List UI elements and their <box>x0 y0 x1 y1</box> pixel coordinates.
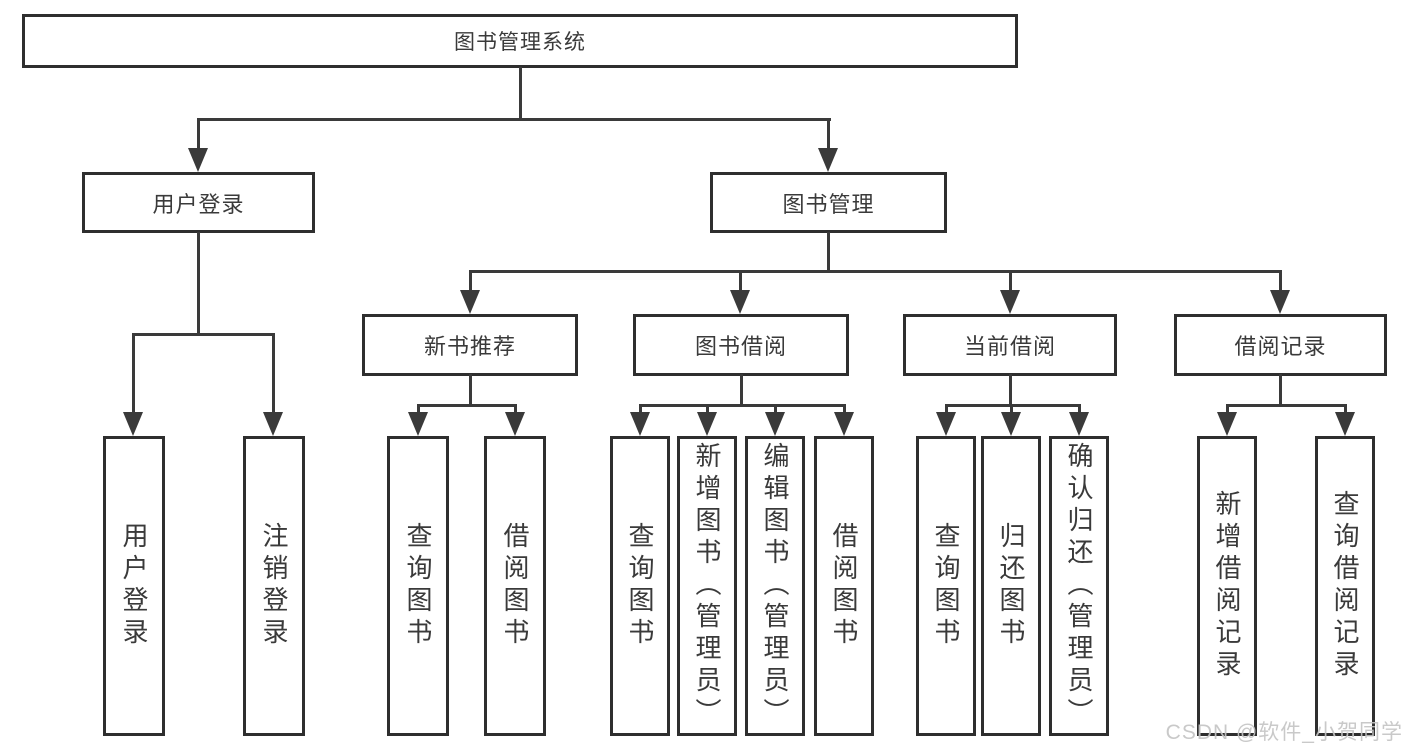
leaf-add-borrow-record: 新增借阅记录 <box>1197 436 1257 736</box>
connector-vline <box>827 118 830 150</box>
watermark: CSDN @软件_小贺同学 <box>1165 721 1403 744</box>
leaf-query-books-recommend: 查询图书 <box>387 436 449 736</box>
connector-vline <box>197 232 200 336</box>
node-borrow-records-label: 借阅记录 <box>1234 334 1327 359</box>
connector-vline <box>1279 374 1282 406</box>
leaf-user-login-label: 用户登录 <box>119 522 149 650</box>
connector-hline <box>417 404 517 407</box>
leaf-return-books-label: 归还图书 <box>996 522 1026 650</box>
connector-vline <box>1009 270 1012 292</box>
node-book-management-label: 图书管理 <box>782 191 875 217</box>
connector-vline <box>774 404 777 414</box>
leaf-query-borrow-record-label: 查询借阅记录 <box>1330 490 1360 682</box>
node-book-management: 图书管理 <box>710 172 947 233</box>
connector-hline <box>197 118 831 121</box>
leaf-query-books-borrow-label: 查询图书 <box>625 522 655 650</box>
leaf-add-books-admin: 新增图书（管理员） <box>677 436 737 736</box>
connector-hline <box>132 333 275 336</box>
leaf-query-books-recommend-label: 查询图书 <box>403 522 433 650</box>
connector-arrowhead-icon <box>263 412 283 436</box>
leaf-logout-label: 注销登录 <box>259 522 289 650</box>
connector-vline <box>519 67 522 119</box>
connector-arrowhead-icon <box>1069 412 1089 436</box>
connector-vline <box>514 404 517 414</box>
connector-arrowhead-icon <box>818 148 838 172</box>
connector-arrowhead-icon <box>730 290 750 314</box>
leaf-query-borrow-record: 查询借阅记录 <box>1315 436 1375 736</box>
connector-vline <box>1009 374 1012 406</box>
connector-arrowhead-icon <box>460 290 480 314</box>
leaf-borrow-books-borrow: 借阅图书 <box>814 436 874 736</box>
leaf-user-login: 用户登录 <box>103 436 165 736</box>
connector-hline <box>1226 404 1347 407</box>
connector-arrowhead-icon <box>1000 290 1020 314</box>
connector-vline <box>739 270 742 292</box>
connector-arrowhead-icon <box>123 412 143 436</box>
connector-arrowhead-icon <box>630 412 650 436</box>
connector-arrowhead-icon <box>1217 412 1237 436</box>
leaf-logout: 注销登录 <box>243 436 305 736</box>
connector-vline <box>945 404 948 414</box>
connector-vline <box>706 404 709 414</box>
connector-arrowhead-icon <box>936 412 956 436</box>
leaf-query-books-current: 查询图书 <box>916 436 976 736</box>
leaf-return-books: 归还图书 <box>981 436 1041 736</box>
leaf-borrow-books-recommend-label: 借阅图书 <box>500 522 530 650</box>
connector-arrowhead-icon <box>1001 412 1021 436</box>
node-new-book-recommend-label: 新书推荐 <box>423 334 516 359</box>
connector-vline <box>469 374 472 406</box>
leaf-add-books-admin-label: 新增图书（管理员） <box>692 442 722 730</box>
leaf-edit-books-admin: 编辑图书（管理员） <box>745 436 805 736</box>
leaf-edit-books-admin-label: 编辑图书（管理员） <box>760 442 790 730</box>
connector-hline <box>945 404 1081 407</box>
connector-vline <box>132 333 135 414</box>
node-root-label: 图书管理系统 <box>454 31 586 54</box>
connector-arrowhead-icon <box>408 412 428 436</box>
connector-vline <box>639 404 642 414</box>
leaf-borrow-books-recommend: 借阅图书 <box>484 436 546 736</box>
node-root: 图书管理系统 <box>22 14 1018 68</box>
connector-arrowhead-icon <box>1270 290 1290 314</box>
connector-vline <box>197 118 200 150</box>
connector-vline <box>417 404 420 414</box>
connector-vline <box>1010 404 1013 414</box>
node-borrow-records: 借阅记录 <box>1174 314 1387 376</box>
leaf-borrow-books-borrow-label: 借阅图书 <box>829 522 859 650</box>
node-current-borrow-label: 当前借阅 <box>963 334 1056 359</box>
connector-arrowhead-icon <box>1335 412 1355 436</box>
connector-arrowhead-icon <box>697 412 717 436</box>
connector-vline <box>1226 404 1229 414</box>
connector-vline <box>272 333 275 414</box>
node-book-borrow-label: 图书借阅 <box>694 334 787 359</box>
connector-vline <box>843 404 846 414</box>
leaf-confirm-return-admin: 确认归还（管理员） <box>1049 436 1109 736</box>
leaf-query-books-borrow: 查询图书 <box>610 436 670 736</box>
connector-vline <box>1279 270 1282 292</box>
node-new-book-recommend: 新书推荐 <box>362 314 578 376</box>
connector-arrowhead-icon <box>765 412 785 436</box>
leaf-query-books-current-label: 查询图书 <box>931 522 961 650</box>
node-current-borrow: 当前借阅 <box>903 314 1117 376</box>
connector-vline <box>1078 404 1081 414</box>
connector-arrowhead-icon <box>188 148 208 172</box>
connector-vline <box>827 232 830 273</box>
connector-hline <box>469 270 1282 273</box>
connector-hline <box>639 404 846 407</box>
connector-vline <box>1344 404 1347 414</box>
leaf-confirm-return-admin-label: 确认归还（管理员） <box>1064 442 1094 730</box>
connector-vline <box>740 374 743 406</box>
node-user-login-label: 用户登录 <box>152 191 245 217</box>
node-book-borrow: 图书借阅 <box>633 314 849 376</box>
leaf-add-borrow-record-label: 新增借阅记录 <box>1212 490 1242 682</box>
node-user-login: 用户登录 <box>82 172 315 233</box>
connector-arrowhead-icon <box>505 412 525 436</box>
connector-vline <box>469 270 472 292</box>
connector-arrowhead-icon <box>834 412 854 436</box>
